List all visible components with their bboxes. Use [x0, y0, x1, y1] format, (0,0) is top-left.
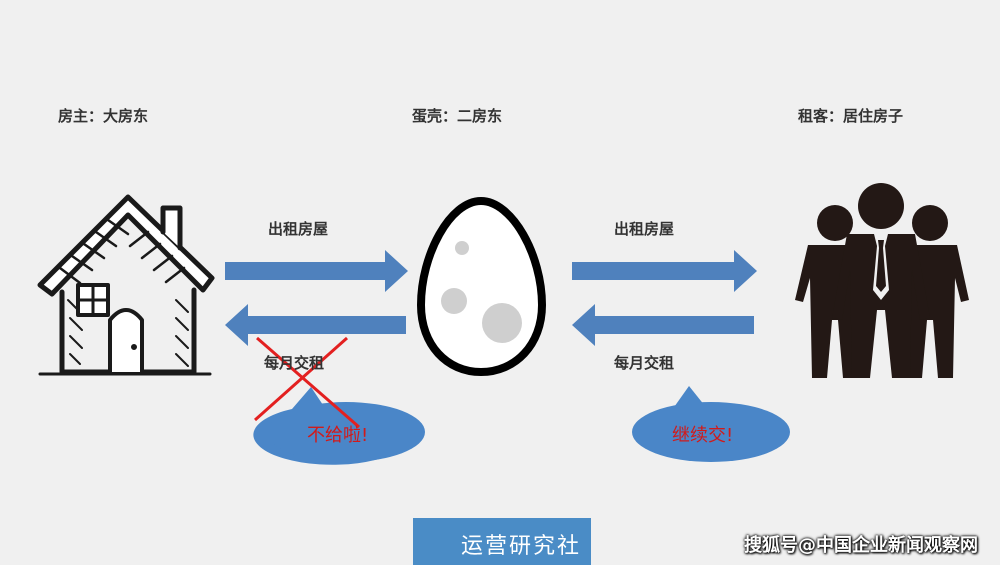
house-icon — [37, 194, 215, 376]
people-icon — [795, 183, 969, 378]
arrow-label-left-bottom: 每月交租 — [264, 354, 325, 372]
tenant-label: 租客：居住房子 — [798, 107, 904, 125]
brand-name: 运营研究社 — [461, 534, 582, 559]
arrow-tenant-to-eggshell — [572, 304, 754, 346]
arrow-eggshell-to-landlord — [225, 304, 406, 346]
brand-badge: 运营研究社 — [413, 518, 591, 565]
speech-bubble-left-text: 不给啦! — [307, 425, 369, 446]
watermark: 搜狐号@中国企业新闻观察网 — [744, 535, 978, 556]
arrow-label-right-top: 出租房屋 — [614, 220, 675, 238]
red-cross-mark — [254, 336, 360, 429]
eggshell-label: 蛋壳：二房东 — [412, 107, 503, 125]
landlord-label: 房主：大房东 — [58, 107, 149, 125]
speech-bubble-right — [632, 386, 790, 462]
arrow-label-right-bottom: 每月交租 — [614, 354, 675, 372]
speech-bubble-left — [253, 387, 425, 465]
arrow-landlord-to-eggshell — [225, 250, 408, 292]
speech-bubble-right-text: 继续交! — [672, 425, 734, 446]
arrow-label-left-top: 出租房屋 — [268, 220, 329, 238]
arrow-eggshell-to-tenant — [572, 250, 757, 292]
egg-icon — [416, 196, 547, 377]
